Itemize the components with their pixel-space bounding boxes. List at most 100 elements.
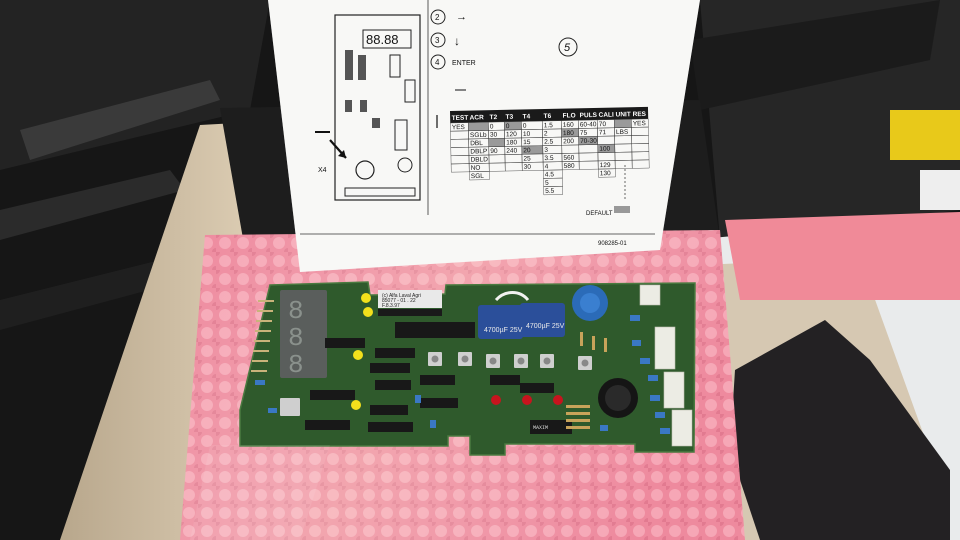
yellow-object [890,110,960,160]
dark-foam-piece [730,320,950,540]
table-header-cell: T4 [523,113,531,120]
table-header-cell: UNIT [616,111,631,118]
table-cell: 5 [545,180,549,187]
ic-chips [305,322,572,434]
table-cell: 120 [506,131,517,138]
table-cell-box [614,119,632,128]
table-cell: 3.5 [544,155,554,162]
table-cell: 90 [490,148,498,155]
seven-segment-display: 8 8 8 [280,290,327,380]
table-header-cell: T2 [490,114,498,121]
step-badge: 5 [564,42,571,54]
table-header-cell: CALI [599,112,615,119]
table-cell: 180 [506,139,517,146]
table-cell: NO [471,165,481,172]
table-cell: 25 [523,155,531,162]
table-header-row [449,106,649,123]
maxim-chip-label: MAXIM [533,425,548,431]
eprom-chip: (c) Alfa Laval Agri 85077 - 01 . 22 F.8.… [378,290,442,316]
svg-text:8: 8 [288,296,304,326]
table-cell: SGL [471,173,485,180]
step-symbol: → [456,11,467,23]
table-cell: DBL [470,140,483,147]
table-cell-box [468,121,489,132]
background-clutter [0,0,960,240]
table-cell: 71 [599,129,607,136]
table-cell: 160 [563,122,574,129]
step-number: 4 [435,58,440,67]
leds [351,293,563,410]
cable-tie [494,291,530,302]
table-cell: SGLb [470,132,487,139]
table-cell-box [631,159,650,169]
table-cell: 200 [563,138,574,145]
step-number: 3 [435,36,440,45]
table-header-cell: T6 [544,113,552,120]
table-cell: YES [633,120,647,127]
table-cell: 10 [523,131,531,138]
sheet-steps: 2 → 3 ↓ 4 ENTER 5 [430,9,578,128]
table-cell-box [469,171,490,181]
table-cell: 560 [563,154,574,161]
step-number: 2 [435,13,440,22]
electrolytic-capacitors: 4700µF 25V 4700µF 25V [478,303,565,339]
table-cell: 2 [544,130,548,137]
table-header-cell: PULS [580,112,598,119]
pcb-left-pads [251,300,274,372]
sheet-part-number: 908285-01 [598,241,627,247]
table-cell: 30 [524,164,532,171]
table-header-cell: TEST [452,115,469,122]
table-header-cell: T3 [506,114,514,121]
table-cell: 2.5 [544,139,554,146]
eprom-label-line: 85077 - 01 . 22 [382,298,416,304]
square-button [280,398,300,416]
diodes-gold [566,332,607,429]
sheet-default-label: DEFAULT [586,211,613,217]
sheet-board-schematic: 88.88 X4 [315,0,429,215]
white-connectors [639,284,693,447]
table-cell: 240 [506,147,517,154]
table-cell: 60-40 [580,121,597,128]
table-cell: DBLD [470,156,488,163]
eprom-label-sticker [378,290,442,308]
push-buttons [280,352,592,416]
table-cell: 4 [545,163,549,170]
circuit-board: 8 8 8 (c) Alfa Laval Agri 85077 - 01 . 2… [239,281,696,456]
table-cell: 180 [563,130,574,137]
table-cell: 100 [599,146,610,153]
capacitor-label: 4700µF 25V [484,327,523,334]
table-cell: 130 [600,170,611,177]
instruction-sheet: 88.88 X4 2 → 3 ↓ 4 [268,0,700,272]
table-cell: 4.5 [545,171,555,178]
table-cell: 15 [523,139,531,146]
table-cell: LBS [616,129,629,136]
table-cell: 0 [490,123,494,130]
table-cell: 20 [523,147,531,154]
capacitor-label: 4700µF 25V [526,323,565,330]
eprom-label-line: (c) Alfa Laval Agri [382,293,421,299]
table-header-cell: ACR [470,114,485,121]
step-symbol: ↓ [454,34,460,48]
small-components [255,315,670,434]
svg-text:8: 8 [288,323,304,353]
table-cell-box [488,138,505,148]
table-cell: DBLP [470,148,487,155]
eprom-label-line: F.8.3.97 [382,303,400,309]
table-cell: 30 [490,132,498,139]
table-cell: 75 [580,130,588,137]
pcb-substrate [240,282,695,455]
table-cell: YES [452,124,466,131]
step-symbol: ENTER [452,60,476,67]
table-header-cell: RES [633,111,647,118]
table-cell: 70 [599,121,607,128]
table-cell: 1.5 [544,122,554,129]
sheet-connector-label: X4 [318,167,327,174]
svg-text:8: 8 [288,350,304,380]
table-header-cell: FLO [563,112,576,119]
table-cell: 0 [523,123,527,130]
sheet-digit-display: 88.88 [366,32,399,47]
table-cell: 3 [544,147,548,154]
